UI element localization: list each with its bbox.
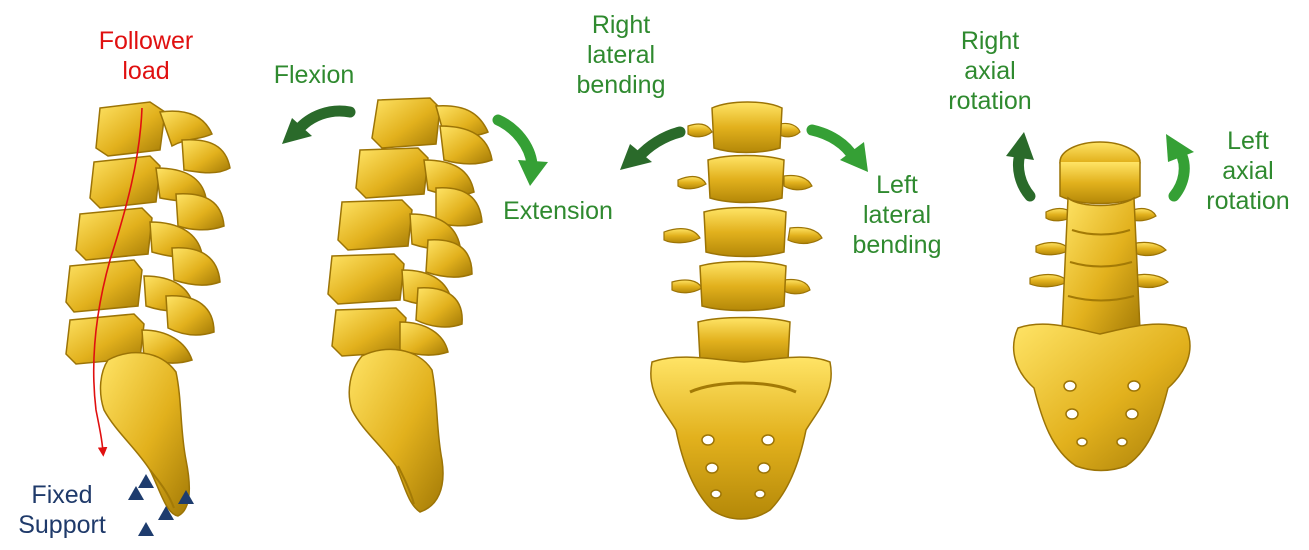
left-axial-rotation-label: Left axial rotation xyxy=(1190,126,1306,216)
posterior-spine-view xyxy=(651,102,831,519)
lateral-spine-view-2 xyxy=(328,98,492,512)
vertebral-body xyxy=(698,102,790,365)
extension-label: Extension xyxy=(488,196,628,226)
right-lateral-bending-label: Right lateral bending xyxy=(556,10,686,100)
lateral-spine-view-1 xyxy=(66,102,230,536)
curved-arrow-icon xyxy=(282,111,350,144)
triangle-icon xyxy=(128,486,144,500)
curved-arrow-icon xyxy=(498,120,548,186)
curved-arrow-icon xyxy=(620,132,680,170)
vertebral-column xyxy=(1062,198,1140,338)
curved-arrow-icon xyxy=(1006,132,1034,196)
flexion-label: Flexion xyxy=(254,60,374,90)
triangle-icon xyxy=(138,522,154,536)
sacrum xyxy=(1014,324,1190,470)
sacrum xyxy=(651,357,831,519)
left-lateral-bending-label: Left lateral bending xyxy=(842,170,952,260)
sacrum xyxy=(349,349,443,512)
axial-spine-view xyxy=(1014,142,1190,471)
curved-arrow-icon xyxy=(812,130,868,172)
right-axial-rotation-label: Right axial rotation xyxy=(930,26,1050,116)
follower-load-label: Follower load xyxy=(86,26,206,86)
fixed-support-label: Fixed Support xyxy=(0,480,124,540)
triangle-icon xyxy=(138,474,154,488)
